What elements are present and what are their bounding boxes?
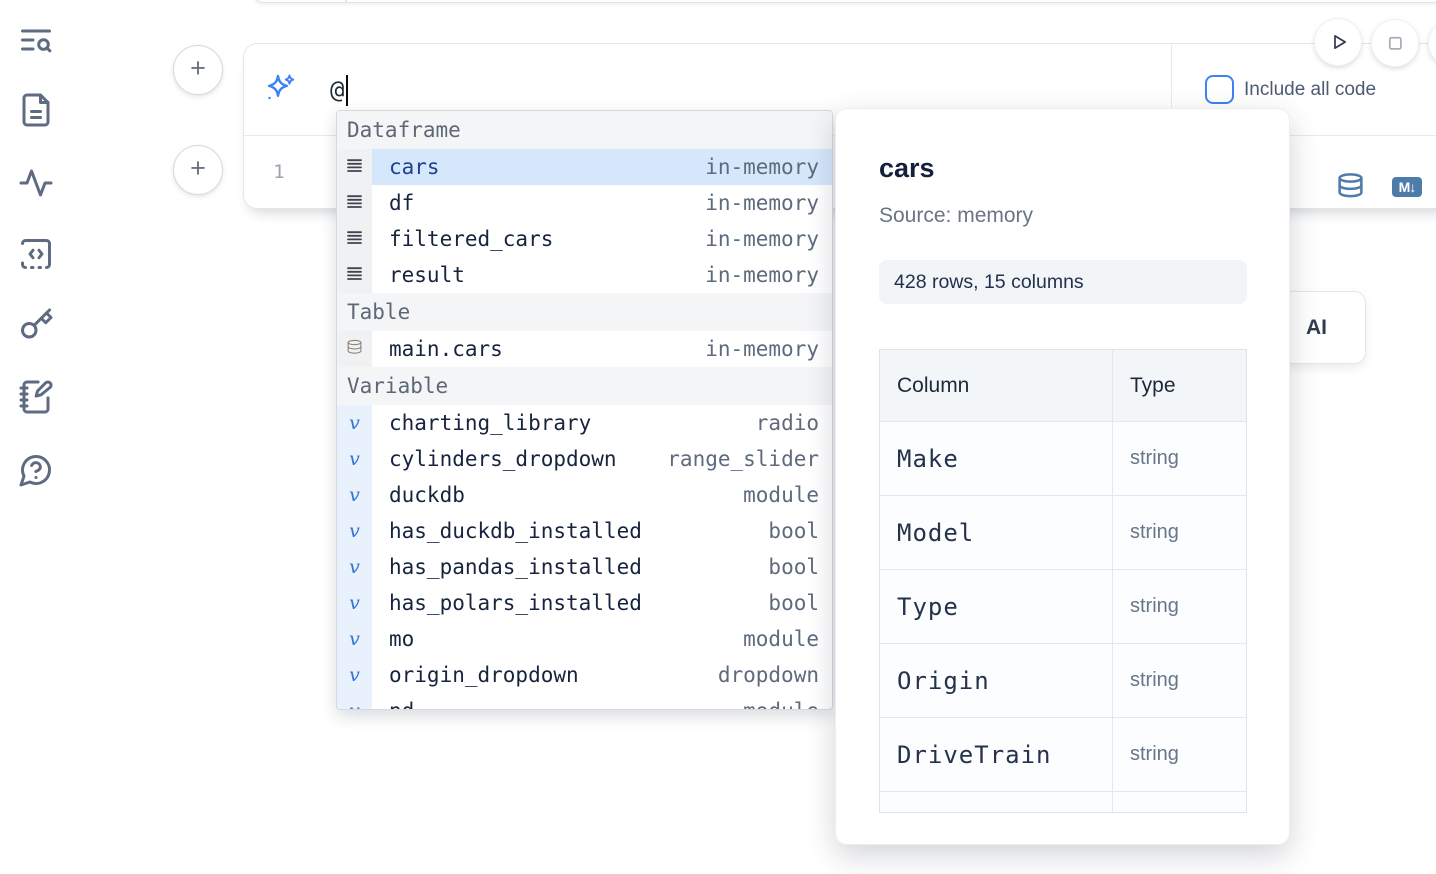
ai-prompt-input[interactable]: @	[330, 44, 349, 136]
autocomplete-dropdown: Dataframe cars in-memory df in-memory filt…	[336, 110, 833, 710]
autocomplete-item-charting-library[interactable]: v charting_library radio	[337, 405, 832, 441]
sparkles-icon	[262, 71, 298, 107]
include-all-code-label: Include all code	[1244, 79, 1377, 100]
autocomplete-item-df[interactable]: df in-memory	[337, 185, 832, 221]
prompt-divider	[1171, 44, 1172, 135]
item-detail: bool	[768, 555, 819, 579]
table-row: Model string	[880, 496, 1246, 570]
add-cell-above-button[interactable]: +	[173, 45, 223, 95]
item-label: has_polars_installed	[389, 591, 642, 615]
table-row: DriveTrain string	[880, 718, 1246, 792]
autocomplete-item-duckdb[interactable]: v duckdb module	[337, 477, 832, 513]
item-label: pd	[372, 699, 414, 709]
item-label: cars	[389, 155, 440, 179]
code-square-icon[interactable]	[18, 236, 54, 272]
schema-table: Column Type Make string Model string Typ…	[879, 349, 1247, 813]
variable-icon: v	[349, 412, 360, 434]
variable-icon: v	[349, 556, 360, 578]
item-label: has_pandas_installed	[389, 555, 642, 579]
file-text-icon[interactable]	[18, 92, 54, 128]
prompt-text: @	[330, 76, 345, 104]
dataframe-rows-icon	[346, 157, 363, 178]
table-row-partial	[880, 792, 1246, 812]
item-label: charting_library	[389, 411, 592, 435]
autocomplete-item-has-polars-installed[interactable]: v has_polars_installed bool	[337, 585, 832, 621]
item-detail: bool	[768, 519, 819, 543]
item-detail: module	[743, 483, 819, 507]
line-number: 1	[273, 161, 285, 183]
item-label: filtered_cars	[389, 227, 554, 251]
item-label: mo	[389, 627, 415, 651]
database-icon[interactable]	[1336, 172, 1365, 201]
item-label: result	[389, 263, 465, 287]
item-label: duckdb	[389, 483, 465, 507]
dataframe-preview-popup: cars Source: memory 428 rows, 15 columns…	[835, 108, 1290, 845]
item-detail: bool	[768, 591, 819, 615]
autocomplete-item-filtered-cars[interactable]: filtered_cars in-memory	[337, 221, 832, 257]
autocomplete-item-has-pandas-installed[interactable]: v has_pandas_installed bool	[337, 549, 832, 585]
markdown-convert-icon[interactable]: M↓	[1392, 177, 1422, 197]
preview-source: Source: memory	[879, 204, 1034, 227]
dataframe-rows-icon	[346, 229, 363, 250]
autocomplete-item-pd[interactable]: v pd module	[337, 693, 832, 709]
item-detail: dropdown	[717, 663, 819, 687]
activity-icon[interactable]	[18, 165, 54, 201]
schema-header-row: Column Type	[880, 350, 1246, 422]
help-circle-icon[interactable]	[18, 452, 54, 488]
variable-icon: v	[349, 628, 360, 650]
item-detail: in-memory	[705, 155, 819, 179]
item-label: origin_dropdown	[389, 663, 579, 687]
section-header-variable: Variable	[337, 367, 832, 405]
table-row: Type string	[880, 570, 1246, 644]
dataframe-rows-icon	[346, 265, 363, 286]
variable-icon: v	[349, 520, 360, 542]
key-icon[interactable]	[18, 307, 54, 343]
item-detail: module	[743, 699, 832, 709]
autocomplete-item-cars[interactable]: cars in-memory	[337, 149, 832, 185]
variable-icon: v	[349, 484, 360, 506]
add-cell-below-button[interactable]: +	[173, 145, 223, 195]
variable-icon: v	[349, 700, 360, 709]
autocomplete-item-cylinders-dropdown[interactable]: v cylinders_dropdown range_slider	[337, 441, 832, 477]
include-all-code-checkbox[interactable]	[1205, 75, 1234, 104]
autocomplete-item-result[interactable]: result in-memory	[337, 257, 832, 293]
item-label: cylinders_dropdown	[389, 447, 617, 471]
autocomplete-item-origin-dropdown[interactable]: v origin_dropdown dropdown	[337, 657, 832, 693]
item-label: df	[389, 191, 415, 215]
section-header-table: Table	[337, 293, 832, 331]
table-row: Origin string	[880, 644, 1246, 718]
table-database-icon	[346, 339, 363, 360]
type-header: Type	[1130, 373, 1176, 397]
text-cursor	[346, 74, 349, 106]
shape-badge: 428 rows, 15 columns	[879, 260, 1247, 304]
stop-button[interactable]	[1372, 20, 1418, 66]
preview-title: cars	[879, 153, 935, 183]
item-label: has_duckdb_installed	[389, 519, 642, 543]
autocomplete-item-mo[interactable]: v mo module	[337, 621, 832, 657]
item-detail: module	[743, 627, 819, 651]
notebook-pen-icon[interactable]	[18, 379, 54, 415]
item-label: main.cars	[389, 337, 503, 361]
variable-icon: v	[349, 448, 360, 470]
item-detail: in-memory	[705, 337, 819, 361]
cell-gutter-divider	[345, 0, 347, 3]
autocomplete-item-has-duckdb-installed[interactable]: v has_duckdb_installed bool	[337, 513, 832, 549]
table-row: Make string	[880, 422, 1246, 496]
item-detail: in-memory	[705, 191, 819, 215]
section-header-dataframe: Dataframe	[337, 111, 832, 149]
extra-action-button[interactable]	[1429, 20, 1436, 66]
variable-icon: v	[349, 592, 360, 614]
previous-cell-partial	[252, 0, 1436, 3]
item-detail: in-memory	[705, 263, 819, 287]
autocomplete-item-main-cars[interactable]: main.cars in-memory	[337, 331, 832, 367]
toc-search-icon[interactable]	[18, 22, 54, 58]
run-cell-button[interactable]	[1315, 19, 1361, 65]
item-detail: radio	[755, 411, 819, 435]
column-header: Column	[897, 373, 970, 397]
dataframe-rows-icon	[346, 193, 363, 214]
code-editor-row[interactable]: 1 M↓	[244, 136, 1436, 208]
item-detail: range_slider	[667, 447, 819, 471]
variable-icon: v	[349, 664, 360, 686]
item-detail: in-memory	[705, 227, 819, 251]
